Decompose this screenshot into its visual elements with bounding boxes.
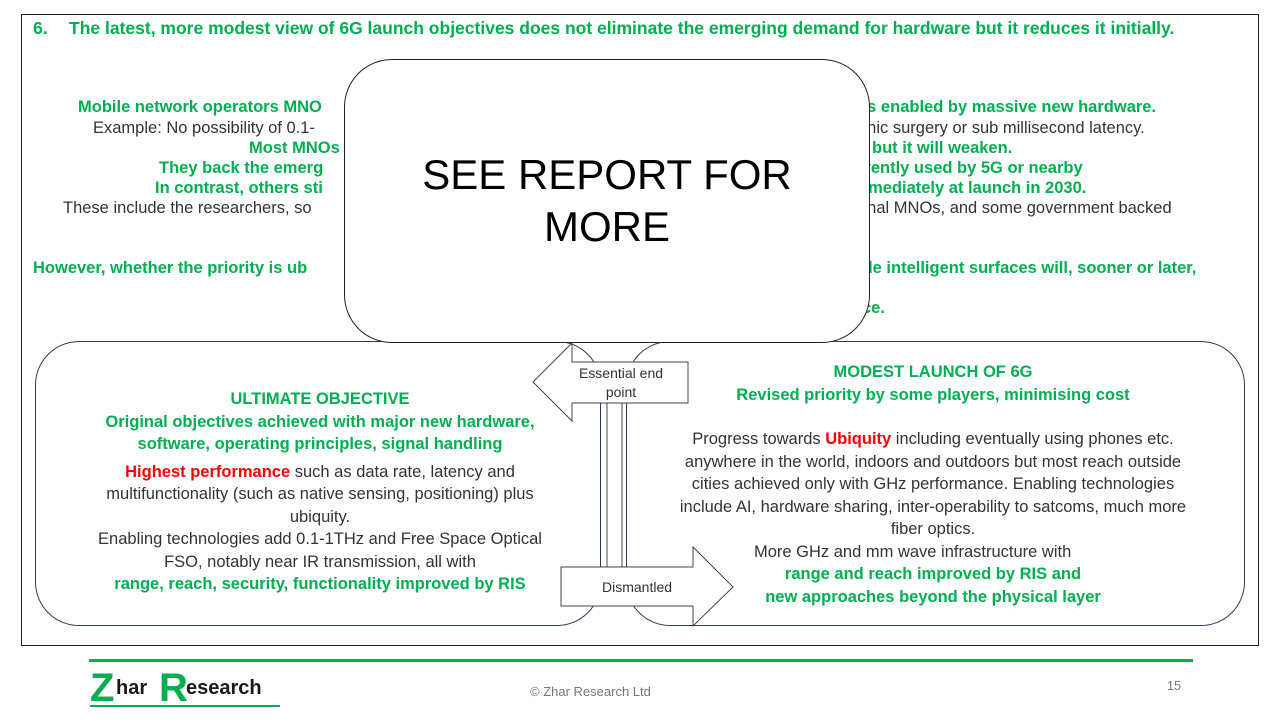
modest-body-6: More GHz and mm wave infrastructure with [754, 542, 1072, 561]
upper-left-line-1: Mobile network operators MNO [78, 98, 322, 116]
ultimate-objective-subtitle-1: Original objectives achieved with major … [105, 412, 535, 431]
zhar-research-logo: Z har R esearch [90, 666, 290, 710]
upper-right-line-4: rrently used by 5G or nearby [858, 159, 1083, 177]
arrows-diagram [532, 341, 734, 628]
slide-frame [21, 14, 1259, 646]
dismantled-arrow [560, 545, 734, 628]
ultimate-objective-box [35, 341, 601, 626]
logo-esearch: esearch [186, 677, 262, 699]
upper-left-line-3: Most MNOs [249, 139, 340, 157]
page-number: 15 [1167, 679, 1181, 693]
modest-launch-title: MODEST LAUNCH OF 6G [833, 363, 1033, 381]
heading-number: 6. [33, 18, 48, 38]
upper-right-line-3: but it will weaken. [872, 139, 1013, 157]
upper-left-line-2: Example: No possibility of 0.1- [93, 119, 315, 137]
however-left: However, whether the priority is ub [33, 259, 308, 277]
upper-left-line-6: These include the researchers, so [63, 199, 312, 217]
upper-left-line-5: In contrast, others sti [155, 179, 323, 197]
slide-heading: 6. The latest, more modest view of 6G lau… [33, 18, 1248, 39]
ultimate-body-4: Enabling technologies add 0.1-1THz and F… [98, 530, 542, 548]
ultimate-objective-title: ULTIMATE OBJECTIVE [230, 390, 410, 408]
modest-body-1-post: including eventually using phones etc. [891, 430, 1174, 448]
upper-right-line-5: nmediately at launch in 2030. [858, 179, 1087, 197]
ultimate-body-5: FSO, notably near IR transmission, all w… [164, 552, 476, 571]
upper-right-line-1: es enabled by massive new hardware. [858, 98, 1157, 116]
logo-z: Z [90, 666, 115, 710]
modest-body-3: cities achieved only with GHz performanc… [691, 475, 1175, 493]
modest-launch-content: MODEST LAUNCH OF 6G Revised priority by … [640, 361, 1226, 608]
see-report-line-1: SEE REPORT FOR [422, 151, 792, 198]
essential-end-point-label-2: point [605, 384, 637, 400]
essential-end-point-label: Essential end point [568, 364, 674, 402]
highest-performance-highlight: Highest performance [125, 462, 291, 481]
ultimate-objective-subtitle-2: software, operating principles, signal h… [137, 435, 503, 453]
modest-body-1-pre: Progress towards [692, 430, 826, 448]
modest-launch-subtitle: Revised priority by some players, minimi… [736, 385, 1130, 404]
logo-har: har [116, 677, 148, 699]
however-right: ble intelligent surfaces will, sooner or… [858, 259, 1197, 277]
modest-footer-2: new approaches beyond the physical layer [765, 587, 1101, 606]
essential-end-point-arrow [532, 341, 689, 423]
ubiquity-highlight: Ubiquity [825, 430, 892, 448]
ultimate-objective-content: ULTIMATE OBJECTIVE Original objectives a… [50, 388, 590, 596]
see-report-overlay: SEE REPORT FOR MORE [344, 59, 870, 343]
see-report-line-2: MORE [544, 203, 670, 250]
ultimate-body-1: such as data rate, latency and [290, 462, 515, 481]
modest-body-5: fiber optics. [890, 520, 976, 538]
dismantled-label: Dismantled [601, 579, 673, 595]
upper-right-line-6: onal MNOs, and some government backed [858, 199, 1172, 217]
copyright-text: © Zhar Research Ltd [530, 684, 651, 699]
modest-body-4: include AI, hardware sharing, inter-oper… [679, 497, 1187, 516]
ultimate-body-3: ubiquity. [289, 507, 351, 526]
modest-launch-box [626, 341, 1245, 626]
ultimate-footer: range, reach, security, functionality im… [114, 575, 526, 593]
footer-divider [89, 659, 1193, 662]
upper-left-line-4: They back the emerg [159, 159, 324, 177]
upper-right-line-2: phic surgery or sub millisecond latency. [858, 119, 1145, 137]
logo-underline [90, 705, 280, 707]
modest-body-2: anywhere in the world, indoors and outdo… [684, 452, 1182, 471]
essential-end-point-label-1: Essential end [578, 365, 664, 381]
modest-footer-1: range and reach improved by RIS and [784, 565, 1082, 583]
heading-text: The latest, more modest view of 6G launc… [69, 18, 1175, 38]
logo-r: R [159, 666, 188, 710]
ultimate-body-2: multifunctionality (such as native sensi… [106, 485, 534, 503]
